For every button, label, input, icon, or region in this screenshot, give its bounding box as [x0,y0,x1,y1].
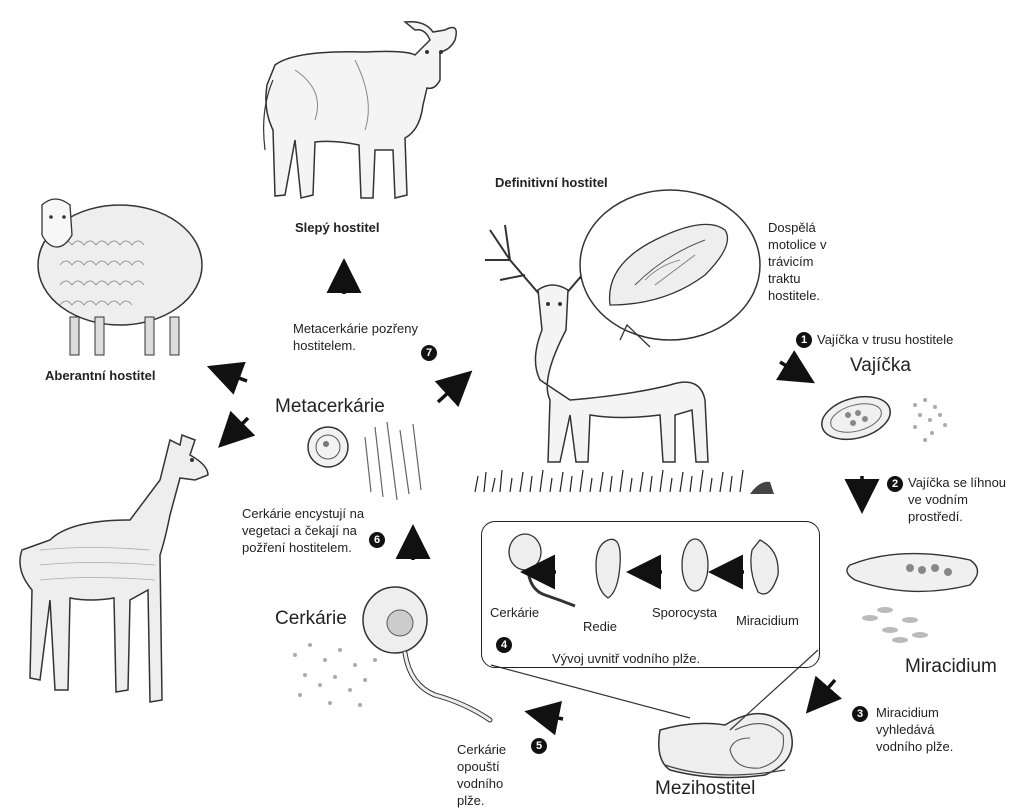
intermediate-host-label: Mezihostitel [655,778,755,800]
definitive-host-label: Definitivní hostitel [495,175,608,190]
adult-fluke-label: Dospělá motolice v trávicím traktu hosti… [768,219,846,304]
step-2-text: Vajíčka se líhnou ve vodním prostředí. [908,474,1023,525]
metacercariae-label: Metacerkárie [275,396,385,418]
step-number-3: 3 [852,706,868,722]
box-sporocyst-label: Sporocysta [652,604,717,621]
step-5-text: Cerkárie opouští vodního plže. [457,741,525,809]
step-number-6: 6 [369,532,385,548]
step-1-text: Vajíčka v trusu hostitele [817,331,953,348]
cercariae-label: Cerkárie [275,608,347,630]
step-number-7: 7 [421,345,437,361]
box-redia-label: Redie [583,618,617,635]
step-number-4: 4 [496,637,512,653]
step-6-text: Cerkárie encystují na vegetaci a čekají … [242,505,367,556]
box-caption: Vývoj uvnitř vodního plže. [552,650,700,667]
snail-development-box [481,521,820,668]
step-number-1: 1 [796,332,812,348]
step-7-text: Metacerkárie pozřeny hostitelem. [293,320,478,354]
step-number-2: 2 [887,476,903,492]
miracidium-label: Miracidium [905,656,997,678]
step-number-5: 5 [531,738,547,754]
eggs-label: Vajíčka [850,355,911,377]
aberrant-host-label: Aberantní hostitel [45,368,156,383]
step-3-text: Miracidium vyhledává vodního plže. [876,704,976,755]
box-cercaria-label: Cerkárie [490,604,539,621]
dead-end-host-label: Slepý hostitel [295,220,380,235]
box-miracidium-label: Miracidium [736,612,799,629]
